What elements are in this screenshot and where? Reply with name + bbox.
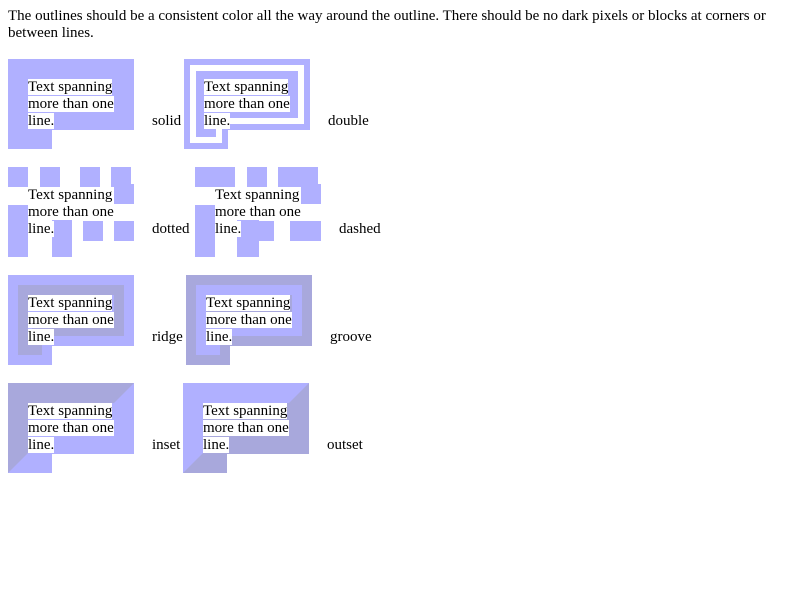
outline-shape-dashed (195, 167, 321, 257)
outlined-text-outset: Text spanning more than one line. (183, 383, 309, 473)
sample-text-dotted: Text spanning more than one line. (28, 187, 128, 238)
sample-line: more than one (203, 420, 289, 436)
outlined-text-solid: Text spanning more than one line. (8, 59, 134, 149)
caption-double: double (328, 113, 369, 129)
sample-line: more than one (204, 96, 290, 112)
sample-line: line. (28, 437, 55, 453)
sample-line: line. (28, 329, 55, 345)
sample-line: line. (206, 329, 233, 345)
caption-ridge: ridge (152, 329, 183, 345)
sample-line: line. (28, 113, 55, 129)
sample-line: Text spanning (204, 79, 289, 95)
outlined-text-dashed: Text spanning more than one line. (195, 167, 321, 257)
caption-inset: inset (152, 437, 181, 453)
sample-text-groove: Text spanning more than one line. (206, 295, 306, 346)
sample-line: more than one (215, 204, 301, 220)
sample-line: more than one (28, 420, 114, 436)
sample-line: Text spanning (203, 403, 288, 419)
outlined-text-dotted: Text spanning more than one line. (8, 167, 134, 257)
caption-groove: groove (330, 329, 372, 345)
sample-line: Text spanning (28, 187, 113, 203)
sample-line: more than one (206, 312, 292, 328)
caption-dashed: dashed (339, 221, 381, 237)
sample-text-dashed: Text spanning more than one line. (215, 187, 315, 238)
sample-line: more than one (28, 204, 114, 220)
sample-line: line. (28, 221, 55, 237)
sample-text-inset: Text spanning more than one line. (28, 403, 128, 454)
sample-text-solid: Text spanning more than one line. (28, 79, 128, 130)
sample-line: Text spanning (215, 187, 300, 203)
sample-line: more than one (28, 96, 114, 112)
sample-line: Text spanning (28, 295, 113, 311)
outline-shape-dotted (8, 167, 134, 257)
sample-text-double: Text spanning more than one line. (204, 79, 304, 130)
sample-line: line. (204, 113, 231, 129)
sample-line: Text spanning (206, 295, 291, 311)
sample-text-ridge: Text spanning more than one line. (28, 295, 128, 346)
caption-solid: solid (152, 113, 182, 129)
caption-outset: outset (327, 437, 363, 453)
sample-line: Text spanning (28, 79, 113, 95)
sample-line: line. (203, 437, 230, 453)
intro-text: The outlines should be a consistent colo… (8, 8, 766, 41)
sample-line: line. (215, 221, 242, 237)
outlined-text-groove: Text spanning more than one line. (186, 275, 312, 365)
outlined-text-double: Text spanning more than one line. (184, 59, 310, 149)
outlined-text-ridge: Text spanning more than one line. (8, 275, 134, 365)
sample-line: more than one (28, 312, 114, 328)
outlined-text-inset: Text spanning more than one line. (8, 383, 134, 473)
sample-line: Text spanning (28, 403, 113, 419)
sample-text-outset: Text spanning more than one line. (203, 403, 303, 454)
caption-dotted: dotted (152, 221, 190, 237)
